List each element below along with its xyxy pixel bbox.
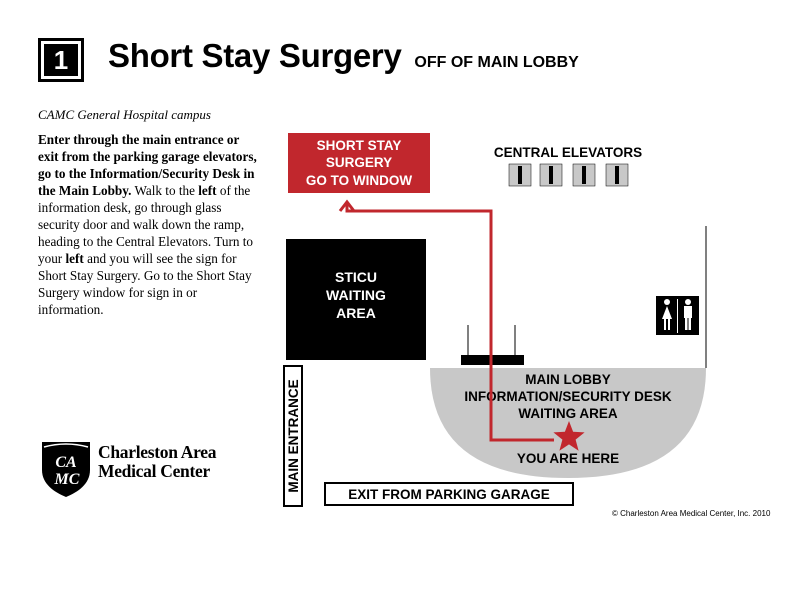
main-entrance xyxy=(283,365,303,507)
directions-left-2: left xyxy=(65,251,84,266)
restroom-icon xyxy=(656,296,699,335)
logo-name-line1: Charleston Area xyxy=(98,442,217,462)
page-title: Short Stay Surgery OFF OF MAIN LOBBY xyxy=(108,37,579,75)
logo-monogram-top: CA xyxy=(55,454,77,471)
main-lobby-label-2: INFORMATION/SECURITY DESK xyxy=(464,389,672,404)
shield-icon xyxy=(42,442,90,497)
directions-bold: Enter through the main entrance or exit … xyxy=(38,132,257,198)
you-are-here-label: YOU ARE HERE xyxy=(517,451,619,466)
parking-exit-label: EXIT FROM PARKING GARAGE xyxy=(348,487,550,502)
title-text: Short Stay Surgery xyxy=(108,37,402,74)
step-number: 1 xyxy=(44,44,78,76)
elevator-row xyxy=(508,163,629,187)
sticu-waiting-area xyxy=(286,239,426,360)
directions-part-3: of the information desk, go through glas… xyxy=(38,183,253,266)
main-lobby-label-1: MAIN LOBBY xyxy=(525,372,611,387)
short-stay-label-2: SURGERY xyxy=(326,155,392,170)
parking-garage-exit xyxy=(324,482,574,506)
directions-text: Enter through the main entrance or exit … xyxy=(38,131,260,318)
main-lobby-area xyxy=(430,368,706,478)
camc-logo: CA MC xyxy=(42,442,90,497)
main-lobby-label-3: WAITING AREA xyxy=(518,406,617,421)
copyright-text: © Charleston Area Medical Center, Inc. 2… xyxy=(612,509,771,518)
route-arrow-icon xyxy=(338,199,356,212)
logo-monogram-bottom: MC xyxy=(54,471,80,488)
main-entrance-label: MAIN ENTRANCE xyxy=(286,379,301,492)
short-stay-sign xyxy=(288,133,430,193)
sticu-label-1: STICU xyxy=(335,269,377,285)
campus-label: CAMC General Hospital campus xyxy=(38,107,211,122)
directions-left-1: left xyxy=(198,183,217,198)
sticu-label-2: WAITING xyxy=(326,287,386,303)
step-number-box: 1 xyxy=(38,38,84,82)
short-stay-label-3: GO TO WINDOW xyxy=(306,173,412,188)
sticu-label-3: AREA xyxy=(336,305,376,321)
logo-name: Charleston Area Medical Center xyxy=(98,443,216,481)
route-path xyxy=(345,203,554,442)
logo-name-line2: Medical Center xyxy=(98,461,210,481)
short-stay-label-1: SHORT STAY xyxy=(317,138,402,153)
directions-part-2: Walk to the xyxy=(131,183,199,198)
directions-part-4: and you will see the sign for Short Stay… xyxy=(38,251,252,317)
central-elevators-label: CENTRAL ELEVATORS xyxy=(494,145,642,160)
you-are-here-star-icon xyxy=(553,421,585,451)
title-subtitle: OFF OF MAIN LOBBY xyxy=(414,54,579,71)
